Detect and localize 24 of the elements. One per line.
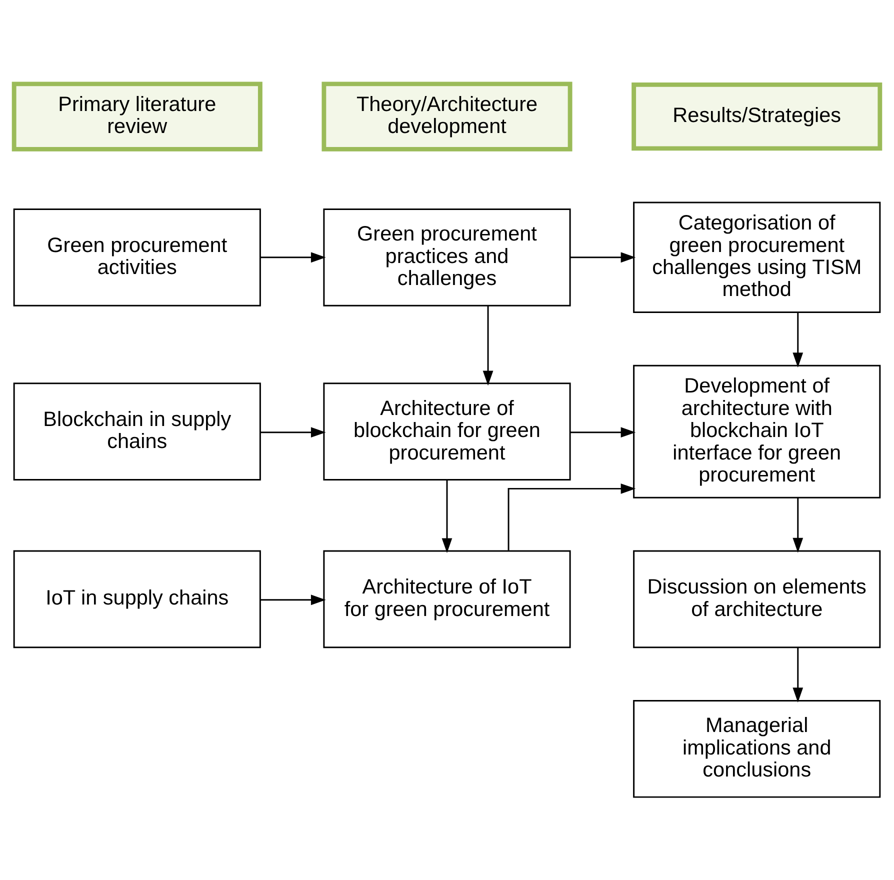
node-box: Green procurement practices and challenges [323, 208, 571, 306]
node-box: Results/Strategies [632, 82, 882, 150]
arrow [570, 252, 636, 262]
arrow [508, 482, 636, 550]
node-box: Development of architecture with blockchain IoT interface for green procurement [633, 364, 881, 498]
node-box: IoT in supply chains [13, 550, 261, 648]
node-box: Discussion on elements of architecture [633, 550, 881, 648]
node-box: Architecture of IoT for green procurement [323, 550, 571, 648]
arrow [792, 497, 804, 552]
arrow [482, 305, 494, 386]
node-box: Theory/Architecture development [322, 81, 572, 151]
node-box: Architecture of blockchain for green procurement [323, 382, 571, 480]
node-box: Managerial implications and conclusions [633, 699, 881, 798]
arrow [260, 252, 326, 262]
node-box: Blockchain in supply chains [13, 382, 261, 480]
arrow [260, 426, 326, 438]
node-box: Primary literature review [12, 81, 262, 151]
arrow [792, 312, 804, 367]
arrow [570, 426, 636, 438]
node-box: Categorisation of green procurement challenges using TISM method [633, 201, 881, 312]
arrow [792, 646, 804, 702]
node-box: Green procurement activities [13, 208, 261, 306]
arrow [260, 594, 326, 605]
arrow [442, 480, 452, 553]
